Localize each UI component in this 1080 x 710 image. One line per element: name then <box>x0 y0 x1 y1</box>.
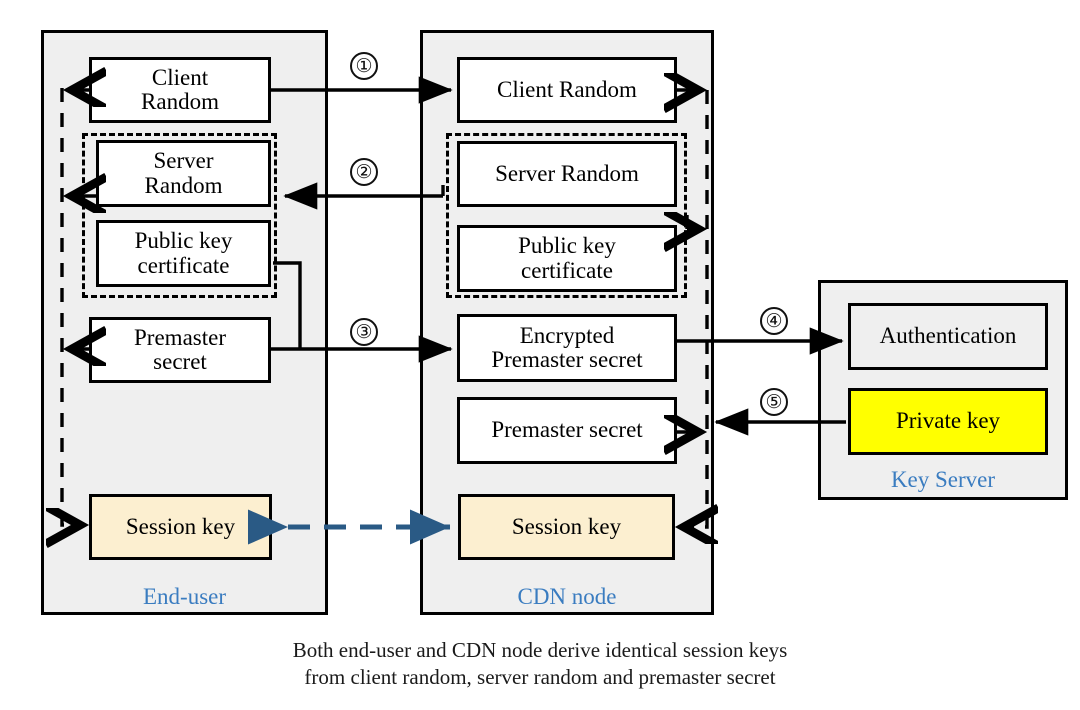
box-label-line1: Public key <box>518 233 616 259</box>
box-end-user-client-random: Client Random <box>89 57 271 123</box>
box-end-user-premaster-secret: Premaster secret <box>89 317 271 383</box>
step-marker-2: ② <box>350 158 378 186</box>
caption-line-2: from client random, server random and pr… <box>304 665 776 689</box>
box-label-line2: Random <box>144 172 223 198</box>
box-end-user-session-key: Session key <box>89 494 272 560</box>
box-key-server-authentication: Authentication <box>848 303 1048 370</box>
box-cdn-client-random: Client Random <box>457 57 677 123</box>
box-cdn-session-key: Session key <box>458 494 675 560</box>
box-label-line2: secret <box>153 349 207 374</box>
box-label: Session key <box>511 513 622 539</box>
box-label-line1: Encrypted <box>519 322 615 348</box>
box-label: Client Random <box>497 76 637 102</box>
step-marker-3: ③ <box>350 318 378 346</box>
box-label-line2: certificate <box>137 252 230 278</box>
panel-label-key-server: Key Server <box>890 467 996 492</box>
box-cdn-encrypted-premaster-secret: Encrypted Premaster secret <box>457 314 677 382</box>
dashed-group-end-user-server-params <box>82 133 277 298</box>
box-label-line1: Public key <box>134 228 233 254</box>
box-label-line2: Random <box>141 89 219 114</box>
box-label: Authentication <box>879 323 1017 349</box>
box-label: Premaster secret <box>491 417 643 443</box>
caption-line-1: Both end-user and CDN node derive identi… <box>292 638 788 662</box>
box-label-line2: certificate <box>521 257 613 283</box>
box-cdn-public-key-certificate: Public key certificate <box>457 225 677 292</box>
box-label-line2: Premaster secret <box>491 347 643 372</box>
box-label-line1: Client <box>151 64 209 90</box>
panel-label-cdn-node: CDN node <box>517 584 617 609</box>
step-marker-4: ④ <box>760 307 788 335</box>
panel-label-end-user: End-user <box>142 584 227 609</box>
box-label: Session key <box>125 513 236 539</box>
step-marker-5: ⑤ <box>760 388 788 416</box>
box-label: Server Random <box>495 160 639 186</box>
box-key-server-private-key: Private key <box>848 388 1048 455</box>
box-label-line1: Server <box>153 148 214 174</box>
box-end-user-public-key-certificate: Public key certificate <box>96 220 271 287</box>
box-label-line1: Premaster <box>134 324 226 350</box>
box-cdn-premaster-secret: Premaster secret <box>457 397 677 464</box>
box-end-user-server-random: Server Random <box>96 140 271 207</box>
box-label: Private key <box>895 408 1001 434</box>
step-marker-1: ① <box>350 52 378 80</box>
box-cdn-server-random: Server Random <box>457 141 677 207</box>
